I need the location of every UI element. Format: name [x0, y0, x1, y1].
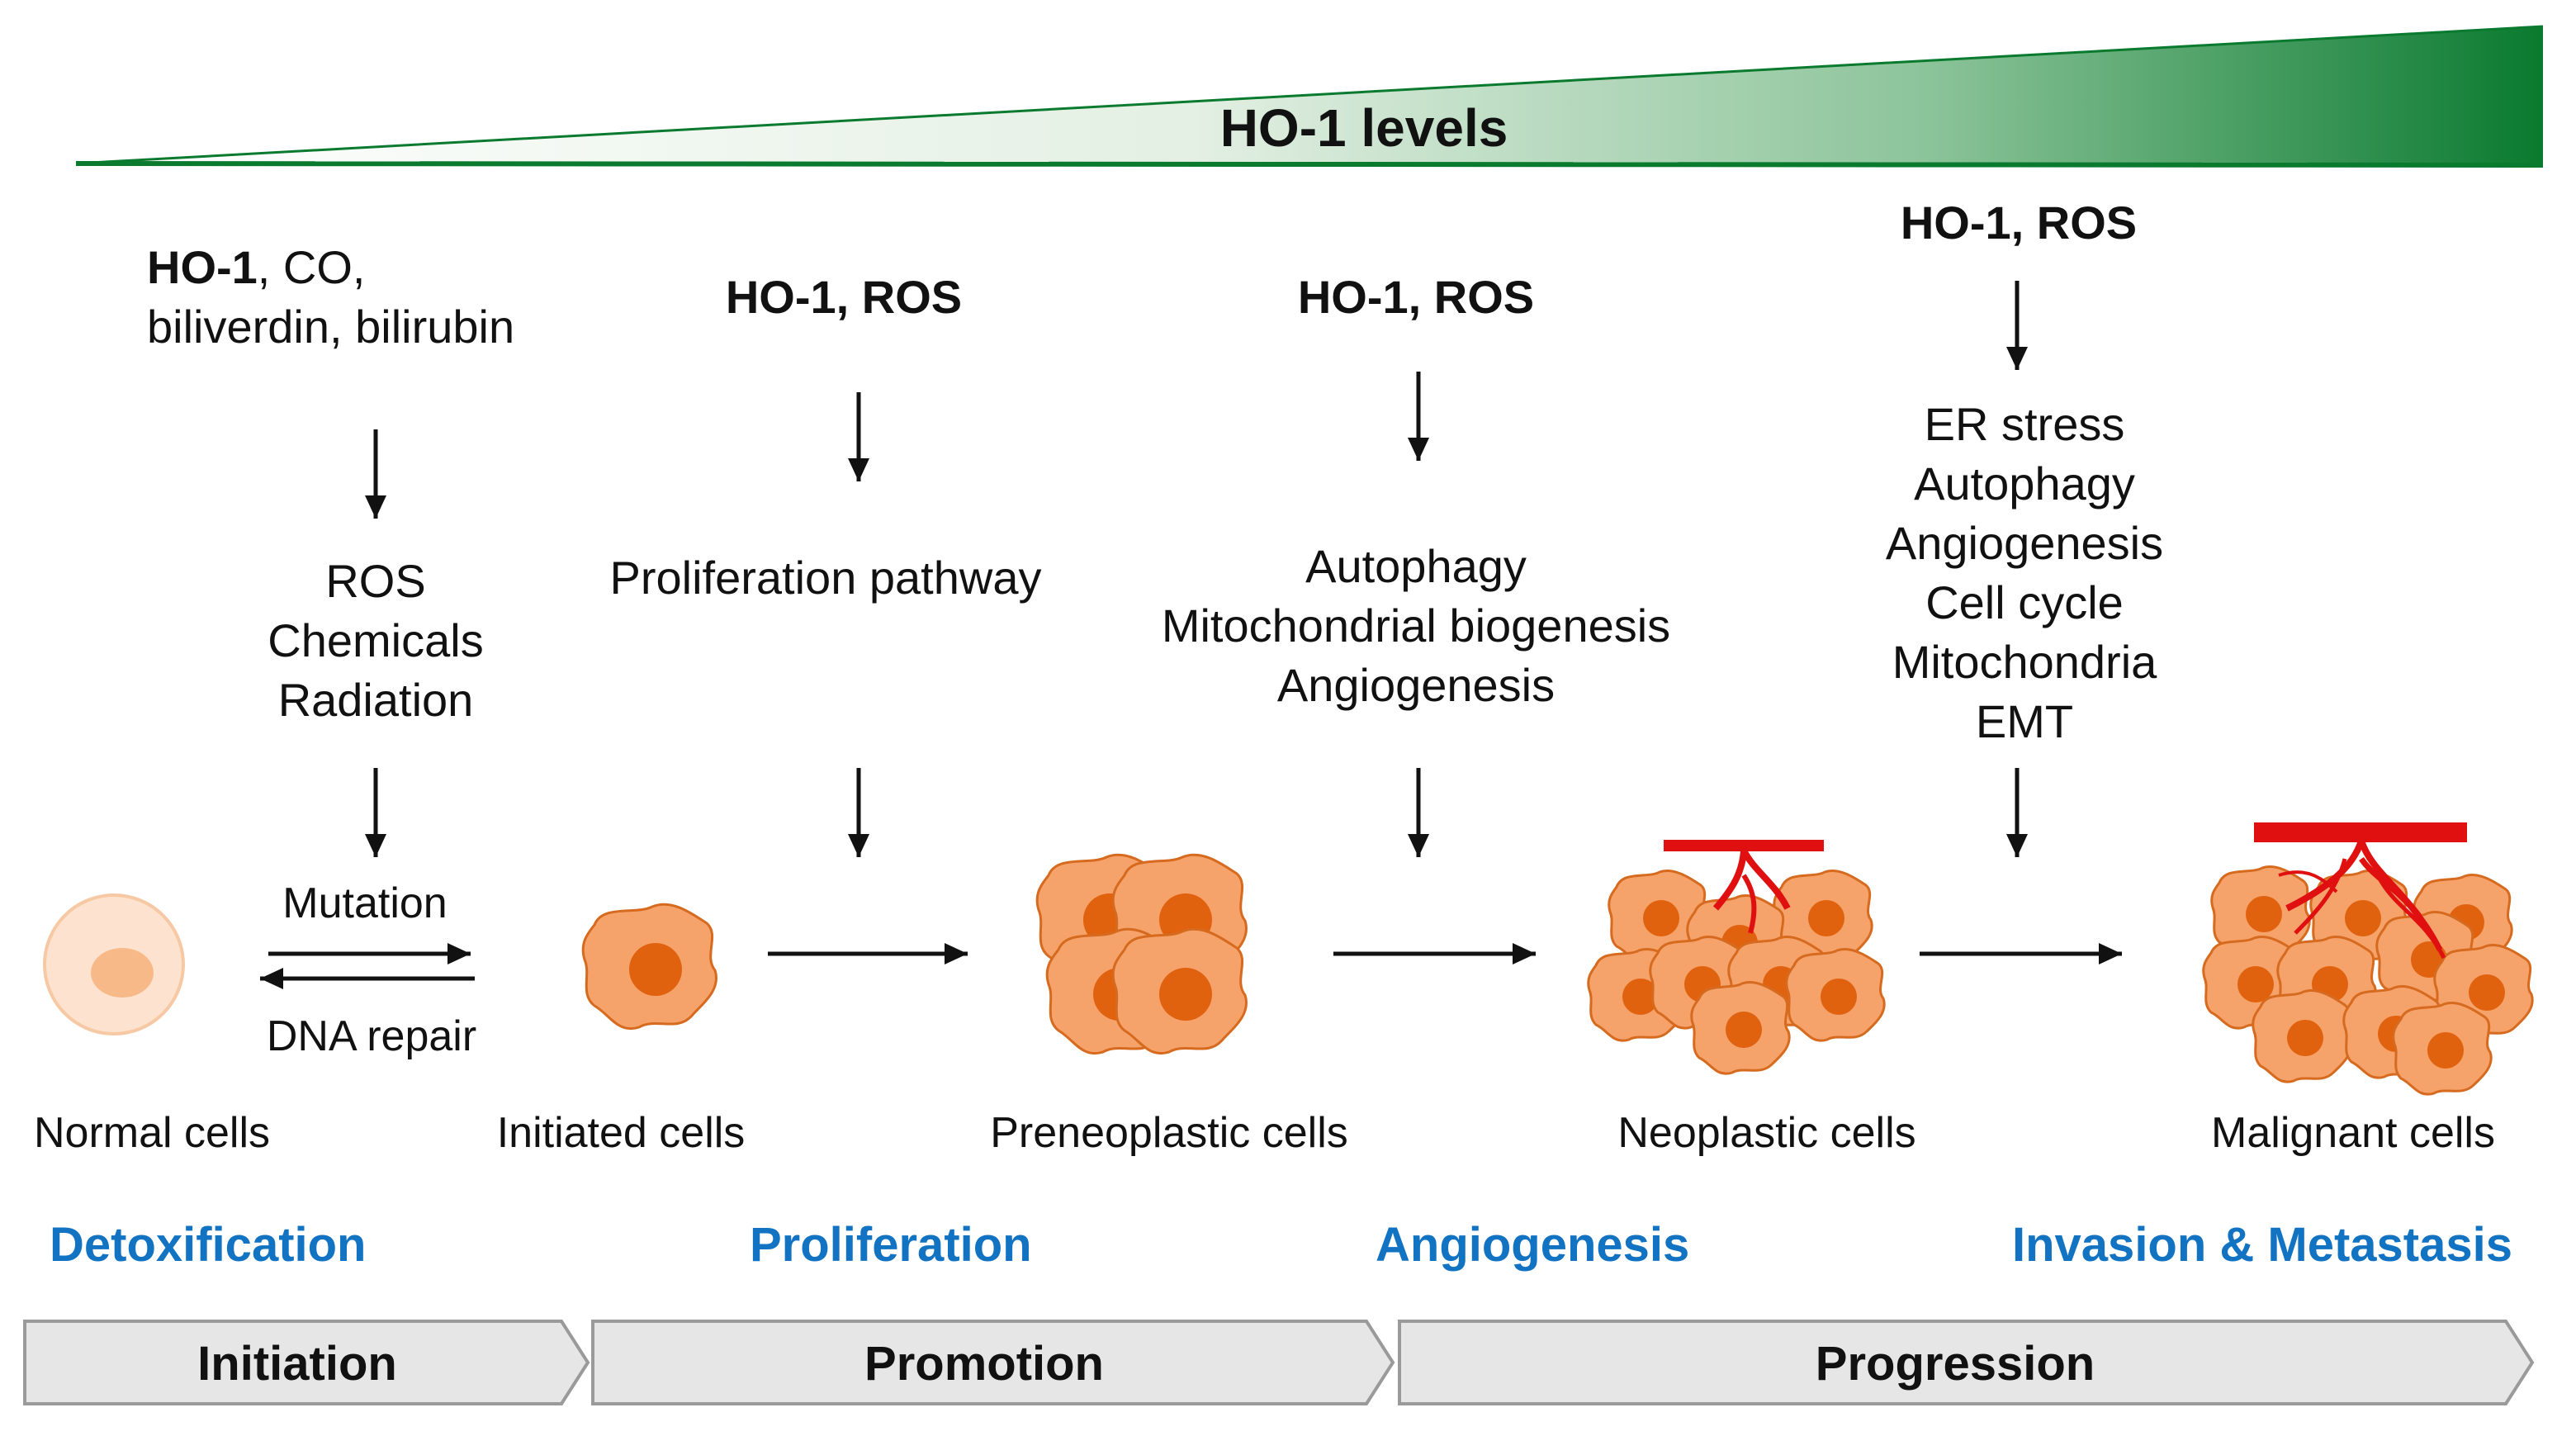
cell-label-preneoplastic: Preneoplastic cells — [990, 1109, 1348, 1157]
column-4-header: HO-1, ROS — [1900, 197, 2138, 249]
column-1-header-rest: , CO, — [257, 241, 366, 293]
malignant-cells-illustration — [2202, 822, 2534, 1096]
column-4-item: Cell cycle — [1925, 576, 2124, 628]
preneoplastic-cells-illustration — [1035, 853, 1248, 1055]
column-4-items: ER stress Autophagy Angiogenesis Cell cy… — [1886, 395, 2163, 751]
process-invasion-metastasis: Invasion & Metastasis — [2012, 1218, 2512, 1272]
stage-chevron-initiation — [23, 1320, 590, 1405]
cell-label-initiated: Initiated cells — [496, 1109, 746, 1157]
column-1-item: Chemicals — [268, 614, 484, 666]
column-1-item: Radiation — [277, 674, 474, 726]
stage-label-promotion: Promotion — [864, 1337, 1104, 1391]
stage-label-progression: Progression — [1815, 1337, 2095, 1391]
column-1-header-line2: biliverdin, bilirubin — [147, 301, 515, 353]
mutation-label: Mutation — [282, 879, 447, 927]
column-4-item: Autophagy — [1914, 457, 2135, 509]
column-3-items: Autophagy Mitochondrial biogenesis Angio… — [1162, 537, 1670, 715]
gradient-label: HO-1 levels — [1219, 98, 1508, 158]
column-1-items: ROS Chemicals Radiation — [268, 552, 483, 730]
column-1-header-bold: HO-1 — [147, 241, 258, 293]
column-3-header: HO-1, ROS — [1297, 271, 1535, 323]
process-detoxification: Detoxification — [50, 1218, 367, 1272]
column-4-item: ER stress — [1924, 398, 2125, 450]
neoplastic-cells-illustration — [1587, 840, 1886, 1075]
normal-cell-illustration — [43, 893, 185, 1036]
column-3-item: Angiogenesis — [1276, 659, 1556, 711]
cell-label-malignant: Malignant cells — [2211, 1109, 2495, 1157]
column-4-item: Mitochondria — [1892, 636, 2157, 688]
stage-chevron-promotion — [591, 1320, 1395, 1405]
column-2-item: Proliferation pathway — [609, 552, 1042, 604]
column-1-item: ROS — [325, 555, 426, 607]
column-3-item: Autophagy — [1305, 540, 1527, 592]
column-4-item: Angiogenesis — [1885, 517, 2164, 569]
column-3-item: Mitochondrial biogenesis — [1161, 600, 1671, 652]
column-1-header: HO-1, CO, biliverdin, bilirubin — [147, 238, 514, 357]
dna-repair-label: DNA repair — [266, 1012, 477, 1060]
cell-label-neoplastic: Neoplastic cells — [1617, 1109, 1916, 1157]
stage-chevron-progression — [1398, 1320, 2535, 1405]
process-proliferation: Proliferation — [750, 1218, 1032, 1272]
column-2-header: HO-1, ROS — [725, 271, 963, 323]
cell-label-normal: Normal cells — [33, 1109, 271, 1157]
initiated-cell-illustration — [581, 903, 718, 1031]
stage-label-initiation: Initiation — [197, 1337, 397, 1391]
column-4-item: EMT — [1975, 695, 2074, 747]
process-angiogenesis: Angiogenesis — [1376, 1218, 1690, 1272]
